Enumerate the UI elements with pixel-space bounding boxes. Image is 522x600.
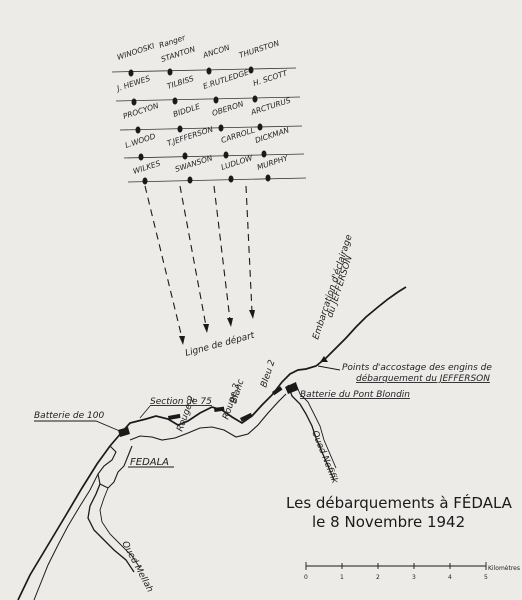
ship-carroll: CARROLL [220,126,256,145]
ship-winooski: WINOOSKI [116,41,157,62]
ship-l-wood: L.WOOD [124,132,157,150]
ship-biddle: BIDDLE [172,102,201,119]
embarcation-group: Embarcation d'éclairage du JEFFERSON [310,233,355,362]
batterie-pont-marker [285,382,298,394]
ship-thurston: THURSTON [238,38,281,60]
batterie-100-marker [118,427,130,437]
label-fedala: FEDALA [130,457,169,468]
scale-tick-1: 1 [340,574,344,581]
scale-tick-3: 3 [412,574,416,581]
beach-markers [168,386,283,422]
ship-markers [128,66,271,185]
scale-tick-4: 4 [448,574,452,581]
ship-j-hewes: J. HEWES [114,74,152,94]
route-arrowheads [179,310,255,345]
label-points-accostage: Points d'accostage des engins de [342,363,492,373]
ship-murphy: MURPHY [256,153,290,172]
label-points-accostage-2: débarquement du JEFFERSON [356,373,490,384]
ship-wilkes: WILKES [132,159,162,176]
coast-south [33,473,99,600]
label-bleu2: Bleu 2 [259,358,277,388]
coast-inner [129,393,287,441]
label-batterie-100: Batterie de 100 [34,411,104,421]
oued-mellah-river [87,483,135,573]
batterie-100-leader [34,420,123,433]
label-oued-nefifik: Oued Nefifik [309,429,340,485]
scale-unit: Kilomètres [488,565,520,572]
ship-ancon: ANCON [201,43,231,60]
label-oued-mellah: Oued Mellah [119,540,154,595]
label-batterie-pont: Batterie du Pont Blondin [300,390,410,400]
oued-mellah-river-bank [99,487,141,569]
coastline [17,286,407,600]
ship-procyon: PROCYON [122,101,160,121]
accostage-arrow [317,365,341,371]
label-embarcation: Embarcation d'éclairage [310,233,354,341]
oued-nefifik-river [287,384,335,481]
ship-h-scott: H. SCOTT [252,68,290,88]
scale-tick-5: 5 [484,574,488,581]
section-75-leader [139,405,151,419]
embarcation-marker [320,356,328,362]
ship-tilbiss: TILBISS [166,74,195,91]
ship-t-jefferson: T.JEFFERSON [166,124,215,147]
scale-bar [305,562,487,570]
map-title-line1: Les débarquements à FÉDALA [286,493,513,512]
ship-rows [111,67,307,183]
fedala-port [97,445,133,489]
approach-routes [144,185,253,339]
label-section-75: Section de 75 [150,397,212,407]
map-title-line2: le 8 Novembre 1942 [312,513,465,531]
label-ligne-depart: Ligne de départ [184,330,256,359]
scale-tick-0: 0 [304,574,308,581]
oued-nefifik-river-bank [295,383,337,469]
scale-tick-2: 2 [376,574,380,581]
